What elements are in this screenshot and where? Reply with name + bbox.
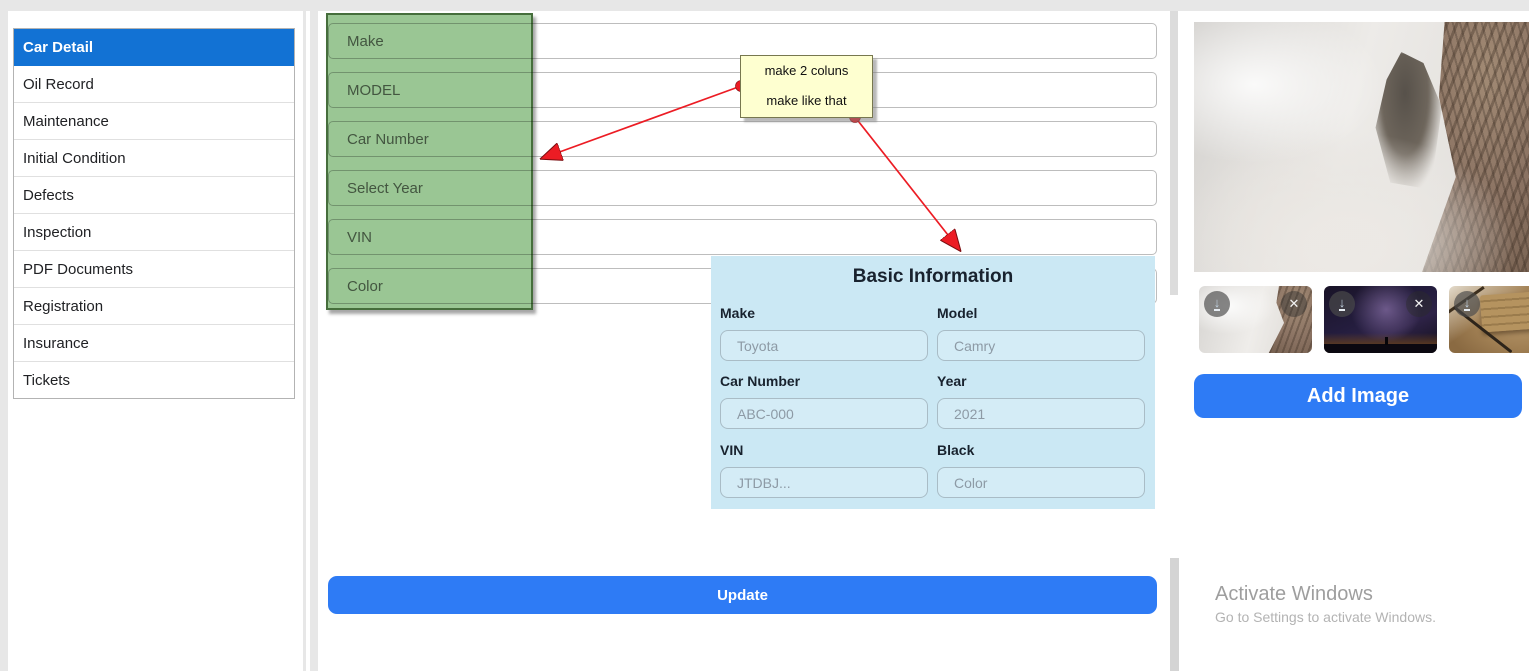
download-arrow-glyph: ↓ xyxy=(1338,295,1346,311)
sidebar-item-insurance[interactable]: Insurance xyxy=(14,325,294,362)
sidebar-item-defects[interactable]: Defects xyxy=(14,177,294,214)
mockup-black-label: Black xyxy=(937,442,975,458)
mockup-car-number-input[interactable] xyxy=(720,398,928,429)
scrollbar-thumb-top[interactable] xyxy=(1170,11,1178,295)
sidebar-item-car-detail[interactable]: Car Detail xyxy=(14,29,294,66)
sidebar-item-oil-record[interactable]: Oil Record xyxy=(14,66,294,103)
sidebar-item-tickets[interactable]: Tickets xyxy=(23,372,70,389)
mockup-color-input[interactable] xyxy=(937,467,1145,498)
download-icon[interactable]: ↓ xyxy=(1204,291,1230,317)
mockup-year-input[interactable] xyxy=(937,398,1145,429)
sidebar-item-maintenance[interactable]: Maintenance xyxy=(14,103,294,140)
close-icon[interactable]: ✕ xyxy=(1281,291,1307,317)
hero-fog xyxy=(1194,122,1529,272)
sidebar-item-registration[interactable]: Registration xyxy=(14,288,294,325)
basic-information-mockup: Basic Information Make Model Car Number … xyxy=(711,256,1155,509)
sticky-note: make 2 coluns make like that xyxy=(740,55,873,118)
thumbnail-image xyxy=(1479,290,1529,332)
download-arrow-glyph: ↓ xyxy=(1213,295,1221,311)
car-main-image xyxy=(1194,22,1529,272)
mockup-make-input[interactable] xyxy=(720,330,928,361)
top-bar xyxy=(0,0,1529,11)
mockup-model-input[interactable] xyxy=(937,330,1145,361)
mockup-make-label: Make xyxy=(720,305,756,321)
activate-windows-watermark: Activate Windows xyxy=(1215,583,1373,605)
sticky-note-line1: make 2 coluns xyxy=(764,63,849,78)
add-image-button[interactable]: Add Image xyxy=(1194,374,1522,418)
download-arrow-glyph: ↓ xyxy=(1463,295,1471,311)
column-divider-track xyxy=(306,11,310,671)
mockup-vin-input[interactable] xyxy=(720,467,928,498)
sidebar-item-inspection[interactable]: Inspection xyxy=(14,214,294,251)
mockup-vin-label: VIN xyxy=(720,442,744,458)
sidebar-menu: Car Detail Oil Record Maintenance Initia… xyxy=(13,28,295,399)
left-edge-strip xyxy=(0,11,8,671)
download-icon[interactable]: ↓ xyxy=(1454,291,1480,317)
green-highlight-overlay xyxy=(326,13,533,310)
close-icon[interactable]: ✕ xyxy=(1406,291,1432,317)
sticky-note-line2: make like that xyxy=(766,93,847,108)
mockup-model-label: Model xyxy=(937,305,978,321)
sidebar-item-pdf-documents[interactable]: PDF Documents xyxy=(14,251,294,288)
download-icon[interactable]: ↓ xyxy=(1329,291,1355,317)
thumbnail-image xyxy=(1324,344,1437,353)
thumbnail-misty-mountain[interactable]: ↓ ✕ xyxy=(1199,286,1312,353)
thumbnail-night-sky[interactable]: ↓ ✕ xyxy=(1324,286,1437,353)
scrollbar-thumb-bottom[interactable] xyxy=(1170,558,1179,671)
mockup-car-number-label: Car Number xyxy=(720,373,801,389)
mockup-year-label: Year xyxy=(937,373,967,389)
sidebar-item-initial-condition[interactable]: Initial Condition xyxy=(14,140,294,177)
person-silhouette xyxy=(1385,337,1389,345)
update-button[interactable]: Update xyxy=(328,576,1157,614)
mockup-title: Basic Information xyxy=(852,266,1014,287)
activate-windows-subtext: Go to Settings to activate Windows. xyxy=(1215,609,1436,625)
thumbnail-old-books[interactable]: ↓ xyxy=(1449,286,1529,353)
